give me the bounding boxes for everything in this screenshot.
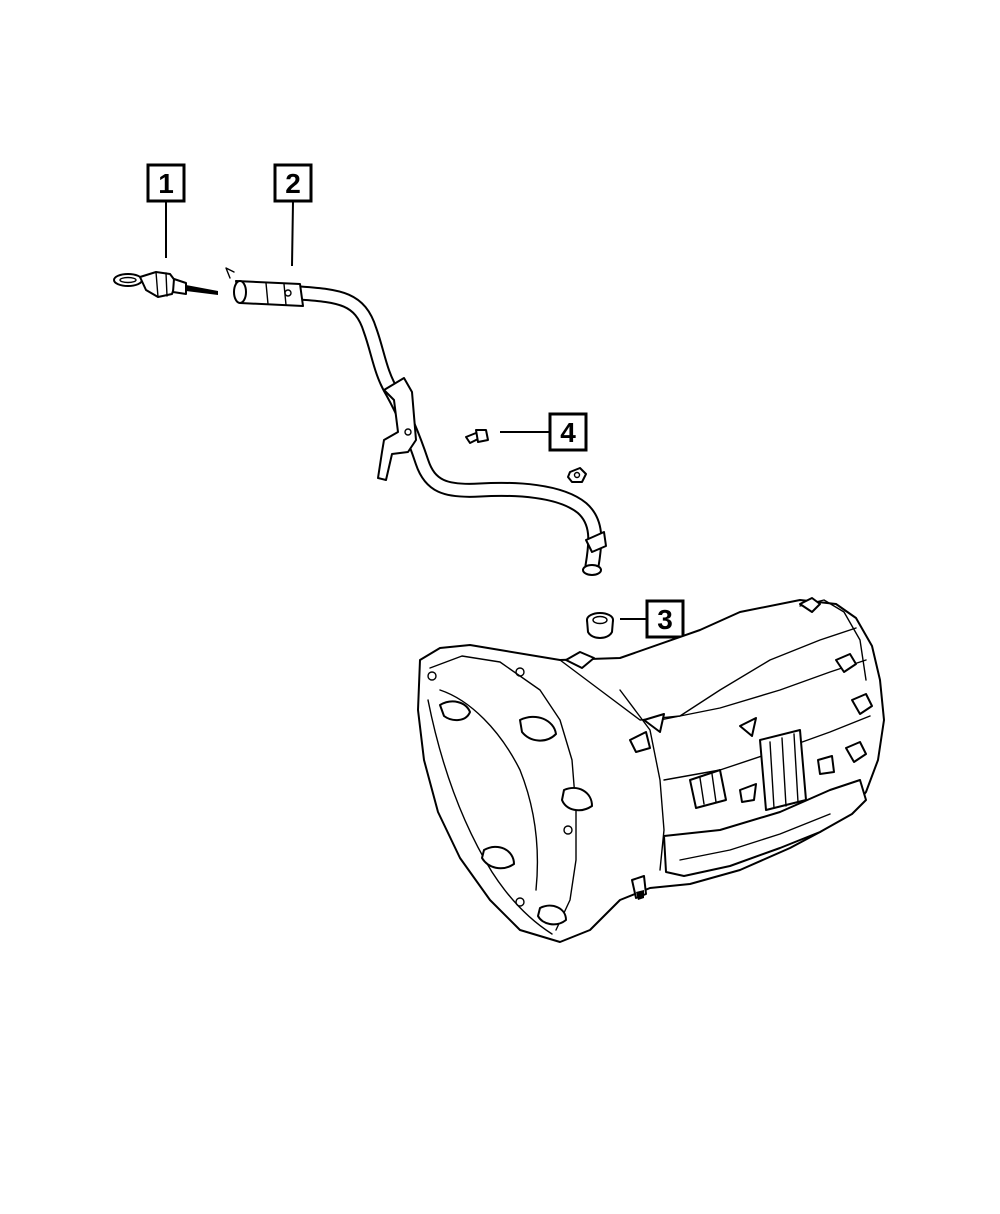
- nut-4-lower: [567, 467, 587, 483]
- transmission-case-outline: [417, 599, 885, 943]
- filler-tube-mouth: [233, 280, 247, 304]
- filler-tube-lower-clip: [585, 531, 607, 553]
- dipstick-loop: [113, 273, 143, 287]
- callout-4[interactable]: 4: [500, 412, 588, 452]
- bolt-4-upper: [465, 429, 489, 444]
- fitting-5: [817, 755, 835, 775]
- callout-2-leader: [291, 201, 294, 267]
- bell-bolt-hole-4: [515, 897, 525, 907]
- transmission-housing: [417, 597, 885, 943]
- callout-3[interactable]: 3: [620, 599, 685, 639]
- filler-tube-bracket: [377, 377, 417, 481]
- fitting-1: [629, 731, 651, 753]
- dipstick-cap-ribs: [155, 271, 168, 298]
- oil-pan-flange: [679, 813, 831, 861]
- case-top-contour: [559, 627, 857, 721]
- callout-3-label: 3: [657, 604, 673, 635]
- connector-block: [689, 769, 727, 809]
- bell-bolt-hole-2: [515, 667, 525, 677]
- filler-tube: [225, 267, 607, 576]
- callout-4-label: 4: [560, 417, 576, 448]
- bell-boss-5: [537, 904, 567, 926]
- bell-housing-inner: [439, 689, 539, 891]
- case-bellhousing-seam: [619, 689, 665, 871]
- dipstick-indicator: [113, 271, 218, 298]
- callout-1-box: [146, 163, 186, 203]
- bell-boss-1: [439, 700, 471, 722]
- nut-body: [567, 467, 587, 483]
- filler-tube-clip: [225, 267, 235, 279]
- fitting-4: [739, 783, 757, 803]
- fitting-2: [643, 713, 665, 733]
- dipstick-collar: [172, 278, 187, 295]
- callout-1-label: 1: [158, 168, 174, 199]
- fill-port: [565, 651, 595, 669]
- callout-2[interactable]: 2: [273, 163, 313, 267]
- fitting-3: [739, 717, 757, 737]
- callout-4-box: [548, 412, 588, 452]
- bell-boss-2: [519, 715, 557, 742]
- valve-body-cover: [759, 729, 807, 811]
- filler-tube-end: [582, 564, 602, 576]
- oil-pan: [663, 779, 867, 877]
- callout-2-box: [273, 163, 313, 203]
- dipstick-shaft: [186, 285, 218, 295]
- bell-boss-3: [561, 787, 593, 812]
- dipstick-loop-hole: [119, 276, 137, 284]
- rear-boss-bottom: [845, 741, 867, 763]
- seal-hole: [592, 615, 608, 625]
- rear-boss-top: [799, 597, 821, 613]
- bell-bolt-hole-3: [563, 825, 573, 835]
- bell-bolt-hole-1: [427, 671, 437, 681]
- callout-3-box: [645, 599, 685, 639]
- callout-1[interactable]: 1: [146, 163, 186, 258]
- seal-body: [586, 619, 614, 639]
- bell-housing-rim: [429, 655, 577, 931]
- bell-boss-4: [481, 845, 515, 870]
- rear-boss-low: [851, 693, 873, 715]
- seal-grommet: [586, 612, 614, 639]
- valve-body-ribs: [769, 733, 799, 809]
- rear-boss-mid: [835, 653, 857, 673]
- bolt-head: [475, 429, 489, 443]
- filler-tube-collar-hole: [284, 289, 292, 297]
- callout-2-label: 2: [285, 168, 301, 199]
- filler-tube-bracket-hole: [404, 428, 412, 436]
- drain-plug-head: [636, 890, 644, 900]
- filler-tube-body: [294, 287, 601, 572]
- connector-block-ribs: [699, 773, 717, 805]
- nut-hole: [573, 471, 581, 479]
